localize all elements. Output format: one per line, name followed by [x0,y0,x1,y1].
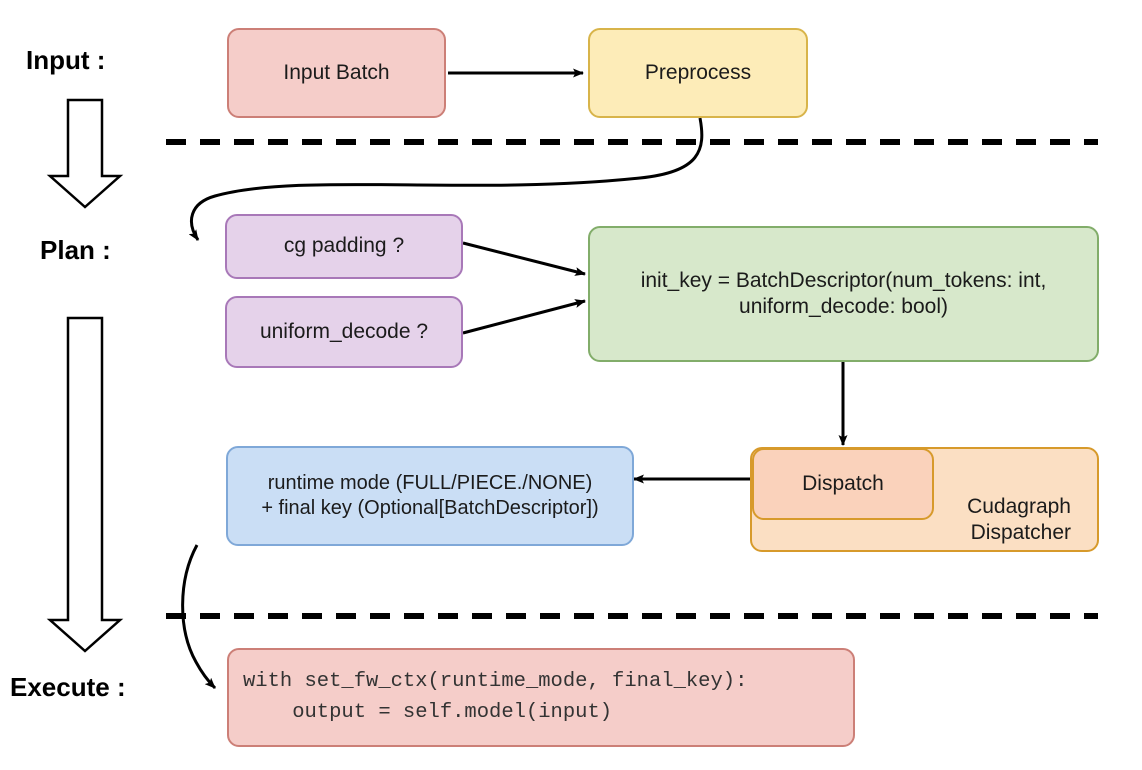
node-cudagraph-dispatcher-line2: Dispatcher [970,520,1071,544]
node-init-key-line1: init_key = BatchDescriptor(num_tokens: i… [640,268,1047,292]
node-dispatch[interactable]: Dispatch [752,448,934,520]
node-cg-padding-label: cg padding ? [283,234,405,258]
node-init-key[interactable]: init_key = BatchDescriptor(num_tokens: i… [588,226,1099,362]
edge-uniform-decode-to-init-key [462,299,586,335]
node-runtime-mode[interactable]: runtime mode (FULL/PIECE./NONE) + final … [226,446,634,546]
node-input-batch-label: Input Batch [283,60,390,84]
stage-label-execute: Execute : [10,672,126,702]
stage-label-plan: Plan : [40,235,111,265]
node-runtime-mode-line2: + final key (Optional[BatchDescriptor]) [261,497,599,519]
node-exec-code-line2: output = self.model(input) [243,700,613,724]
node-preprocess-label: Preprocess [644,60,752,84]
node-exec-code[interactable]: with set_fw_ctx(runtime_mode, final_key)… [227,648,855,747]
edge-cg-padding-to-init-key [462,241,586,276]
edge-runtime-mode-to-exec-code [181,544,217,690]
node-input-batch[interactable]: Input Batch [227,28,446,118]
stage-label-input: Input : [26,45,106,75]
input-to-plan-arrow [46,98,124,209]
node-dispatch-label: Dispatch [802,471,884,495]
node-exec-code-line1: with set_fw_ctx(runtime_mode, final_key)… [243,669,748,693]
node-runtime-mode-line1: runtime mode (FULL/PIECE./NONE) [267,472,593,494]
plan-to-execute-arrow [46,316,124,653]
node-preprocess[interactable]: Preprocess [588,28,808,118]
node-uniform-decode-label: uniform_decode ? [259,319,429,343]
node-uniform-decode[interactable]: uniform_decode ? [225,296,463,368]
node-init-key-line2: uniform_decode: bool) [739,295,948,318]
node-cudagraph-dispatcher-line1: Cudagraph [967,494,1071,518]
node-cg-padding[interactable]: cg padding ? [225,214,463,279]
